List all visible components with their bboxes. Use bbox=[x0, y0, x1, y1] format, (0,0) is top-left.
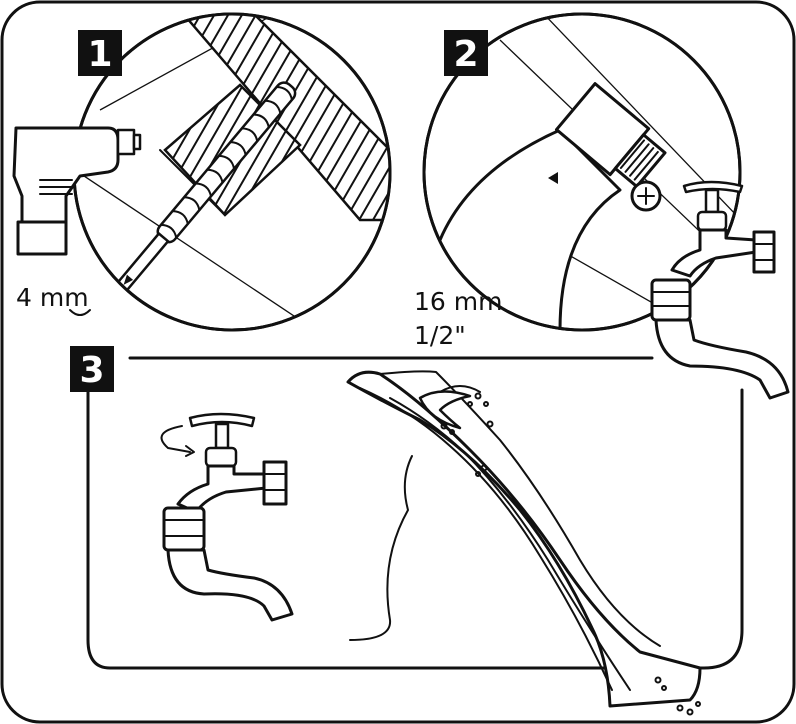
step-1-badge: 1 bbox=[78, 30, 122, 76]
garden-hose-icon bbox=[650, 278, 790, 400]
water-drop-icon bbox=[440, 392, 701, 716]
step-2-number: 2 bbox=[453, 34, 478, 75]
step-3-number: 3 bbox=[79, 350, 104, 391]
step-2-badge: 2 bbox=[444, 30, 488, 76]
drill-icon bbox=[12, 126, 142, 256]
rotate-arrow-icon bbox=[160, 425, 191, 453]
step-1-panel: 1 4 mm bbox=[12, 12, 392, 332]
step-3-panel: 3 bbox=[70, 346, 744, 716]
screw-icon bbox=[630, 180, 662, 212]
hose-diameter-mm-label: 16 mm bbox=[414, 287, 502, 316]
garden-hose-icon bbox=[162, 506, 294, 622]
drill-bit-size-label: 4 mm bbox=[16, 283, 89, 312]
step-1-number: 1 bbox=[87, 34, 112, 75]
step-2-panel: 2 16 mm 1/2" bbox=[414, 12, 790, 400]
water-tap-icon bbox=[176, 412, 288, 514]
hose-connector-icon bbox=[438, 14, 740, 330]
step-3-badge: 3 bbox=[70, 346, 114, 392]
hose-diameter-inch-label: 1/2" bbox=[414, 321, 466, 350]
water-tap-icon bbox=[670, 180, 776, 278]
water-slide-icon bbox=[346, 370, 702, 708]
drill-bit-icon bbox=[74, 14, 390, 330]
